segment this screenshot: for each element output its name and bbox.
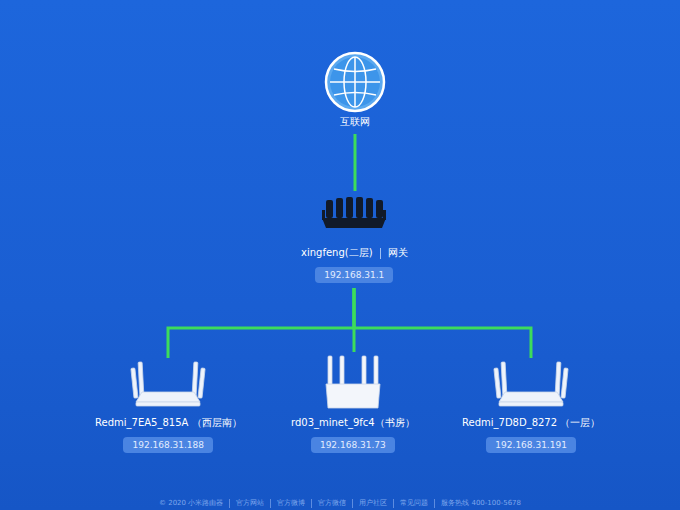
router-node: Redmi_7EA5_815A （西层南） 192.168.31.188: [95, 358, 242, 456]
mesh-router-icon: [494, 362, 568, 406]
device-name: rd03_minet_9fc4（书房）: [291, 416, 415, 430]
network-link: [354, 288, 531, 358]
network-link: [354, 134, 357, 191]
role-tag: 网关: [388, 246, 408, 260]
divider: [380, 248, 381, 259]
gateway-node: xingfeng(二层) 网关 192.168.31.1: [301, 193, 408, 286]
footer-link: 用户社区: [352, 499, 393, 508]
footer-link: 官方微博: [270, 499, 311, 508]
ip-address: 192.168.31.191: [486, 437, 576, 453]
device-name: Redmi_7EA5_815A （西层南）: [95, 416, 242, 430]
network-link: [168, 288, 354, 358]
globe-icon: [326, 53, 384, 111]
node-label: 互联网: [340, 115, 370, 129]
device-name: xingfeng(二层): [301, 246, 373, 260]
footer-bar: © 2020 小米路由器官方网站官方微博官方微信用户社区常见问题服务热线 400…: [0, 499, 680, 508]
footer-link: 服务热线 400-100-5678: [434, 499, 527, 508]
footer-link: 官方微信: [311, 499, 352, 508]
device-name: Redmi_7D8D_8272 （一层）: [462, 416, 600, 430]
router-node: rd03_minet_9fc4（书房） 192.168.31.73: [291, 354, 415, 456]
internet-node: 互联网: [340, 51, 370, 132]
mesh-router-icon: [131, 362, 205, 406]
ip-address: 192.168.31.1: [315, 267, 393, 283]
footer-link: 常见问题: [393, 499, 434, 508]
tall-router-icon: [326, 356, 380, 408]
name-row: xingfeng(二层) 网关: [301, 246, 408, 260]
footer-link: © 2020 小米路由器: [153, 499, 229, 508]
router-node: Redmi_7D8D_8272 （一层） 192.168.31.191: [462, 358, 600, 456]
ip-address: 192.168.31.188: [123, 437, 213, 453]
ip-address: 192.168.31.73: [311, 437, 395, 453]
footer-link: 官方网站: [229, 499, 270, 508]
gateway-router-icon: [322, 197, 386, 228]
